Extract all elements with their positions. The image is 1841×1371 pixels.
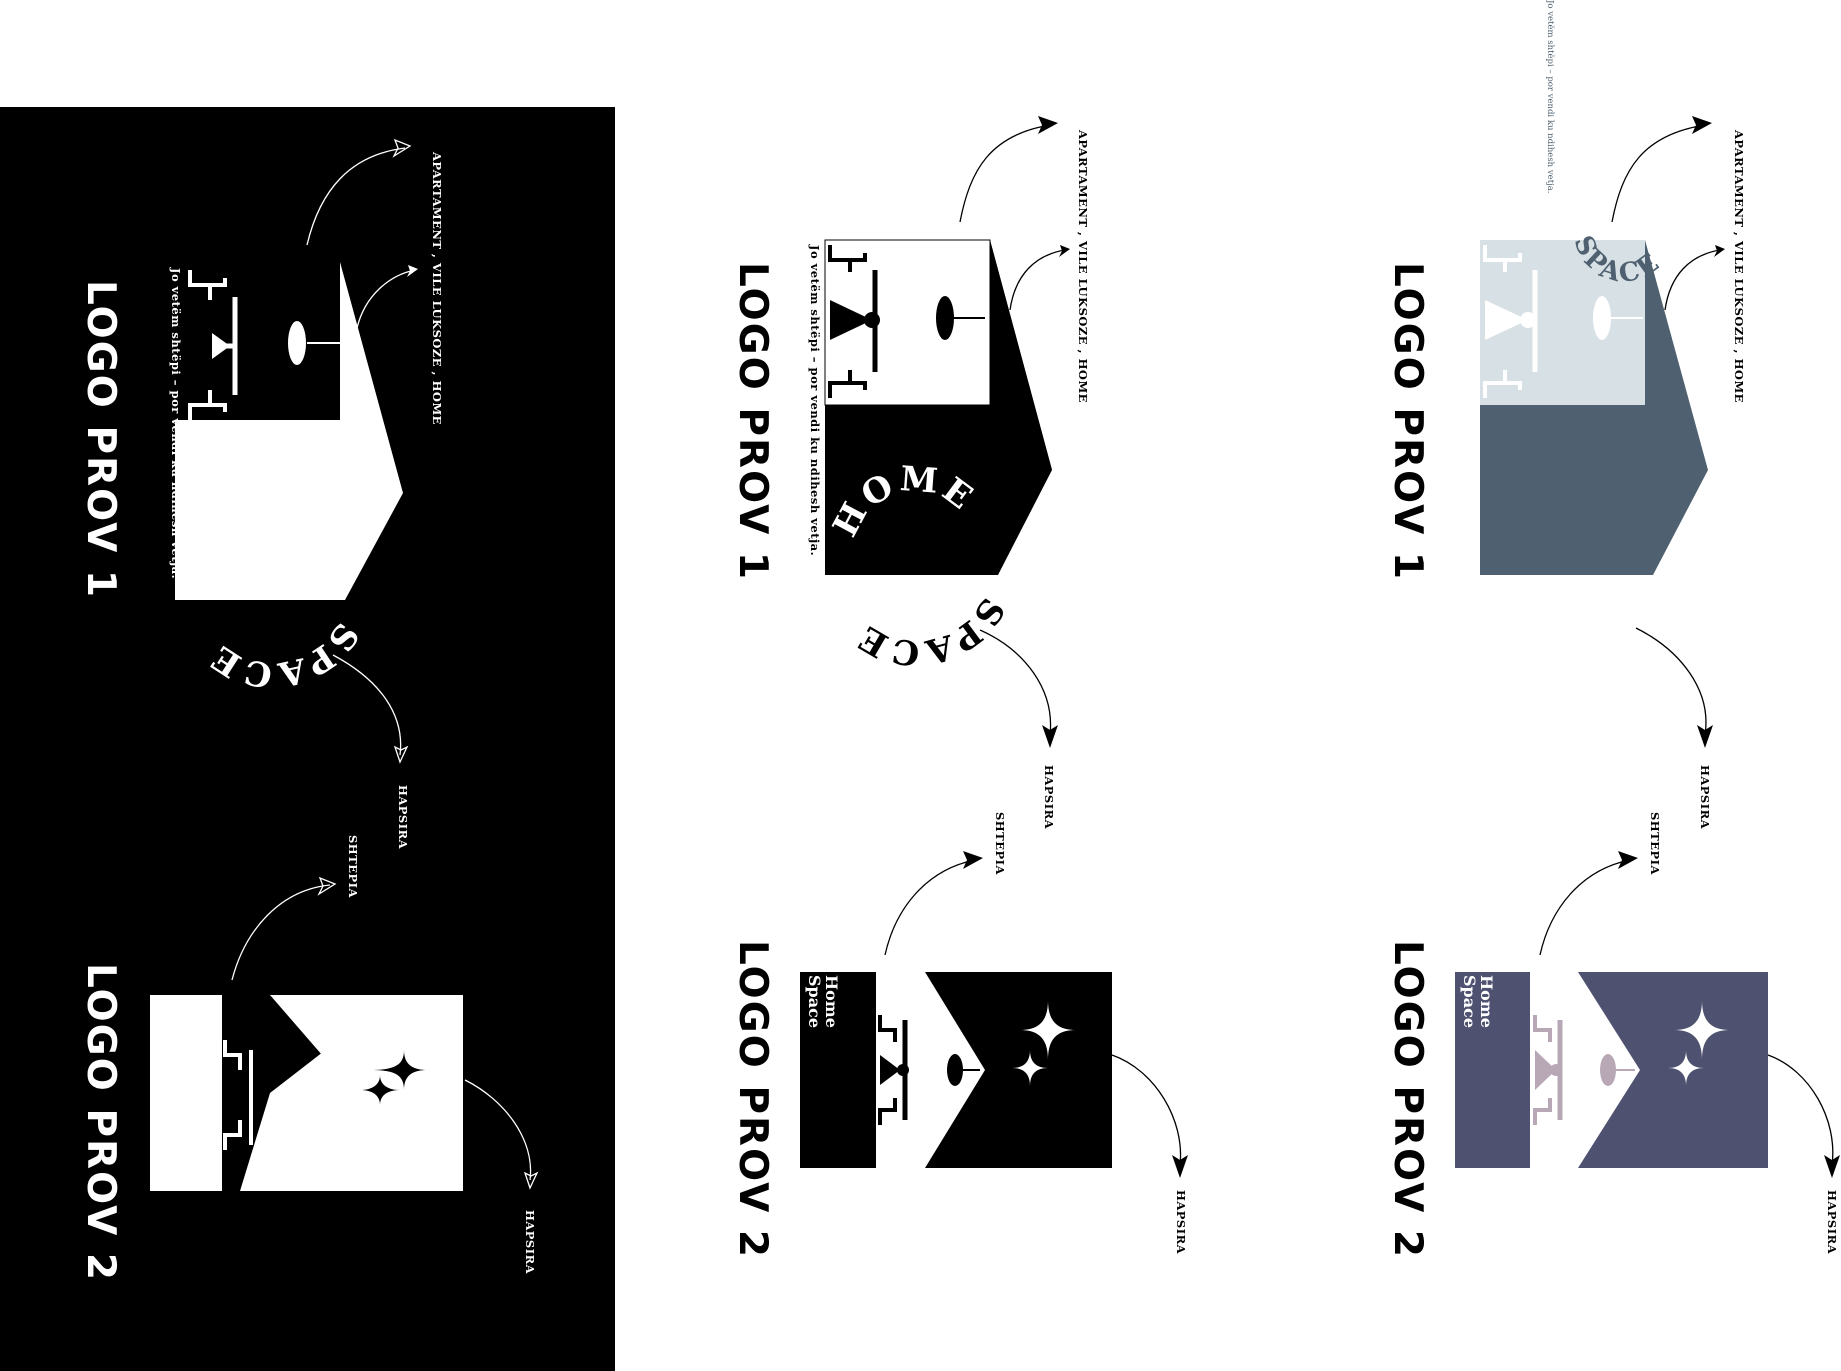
hapsira-c2: HAPSIRA [1825, 1190, 1839, 1255]
hapsira-c: HAPSIRA [1698, 765, 1712, 830]
lamp-icon [288, 321, 306, 365]
arrow-icon [306, 147, 406, 246]
arrow-icon [356, 269, 416, 329]
chair-icon [188, 390, 227, 420]
types-c: APARTAMENT , VILE LUKSOZE , HOME [1732, 130, 1746, 403]
shtepia-c: SHTEPIA [1648, 812, 1662, 875]
sparkle-icon [360, 1075, 400, 1105]
house-logo-a: HOME SPACE [150, 138, 539, 1191]
house-icon [175, 262, 403, 600]
arrow-icon [332, 654, 402, 756]
sparkle-icon [370, 1050, 428, 1090]
chair-icon [188, 270, 227, 300]
arrow-icon [464, 1079, 532, 1181]
arrow-icon [231, 884, 331, 981]
